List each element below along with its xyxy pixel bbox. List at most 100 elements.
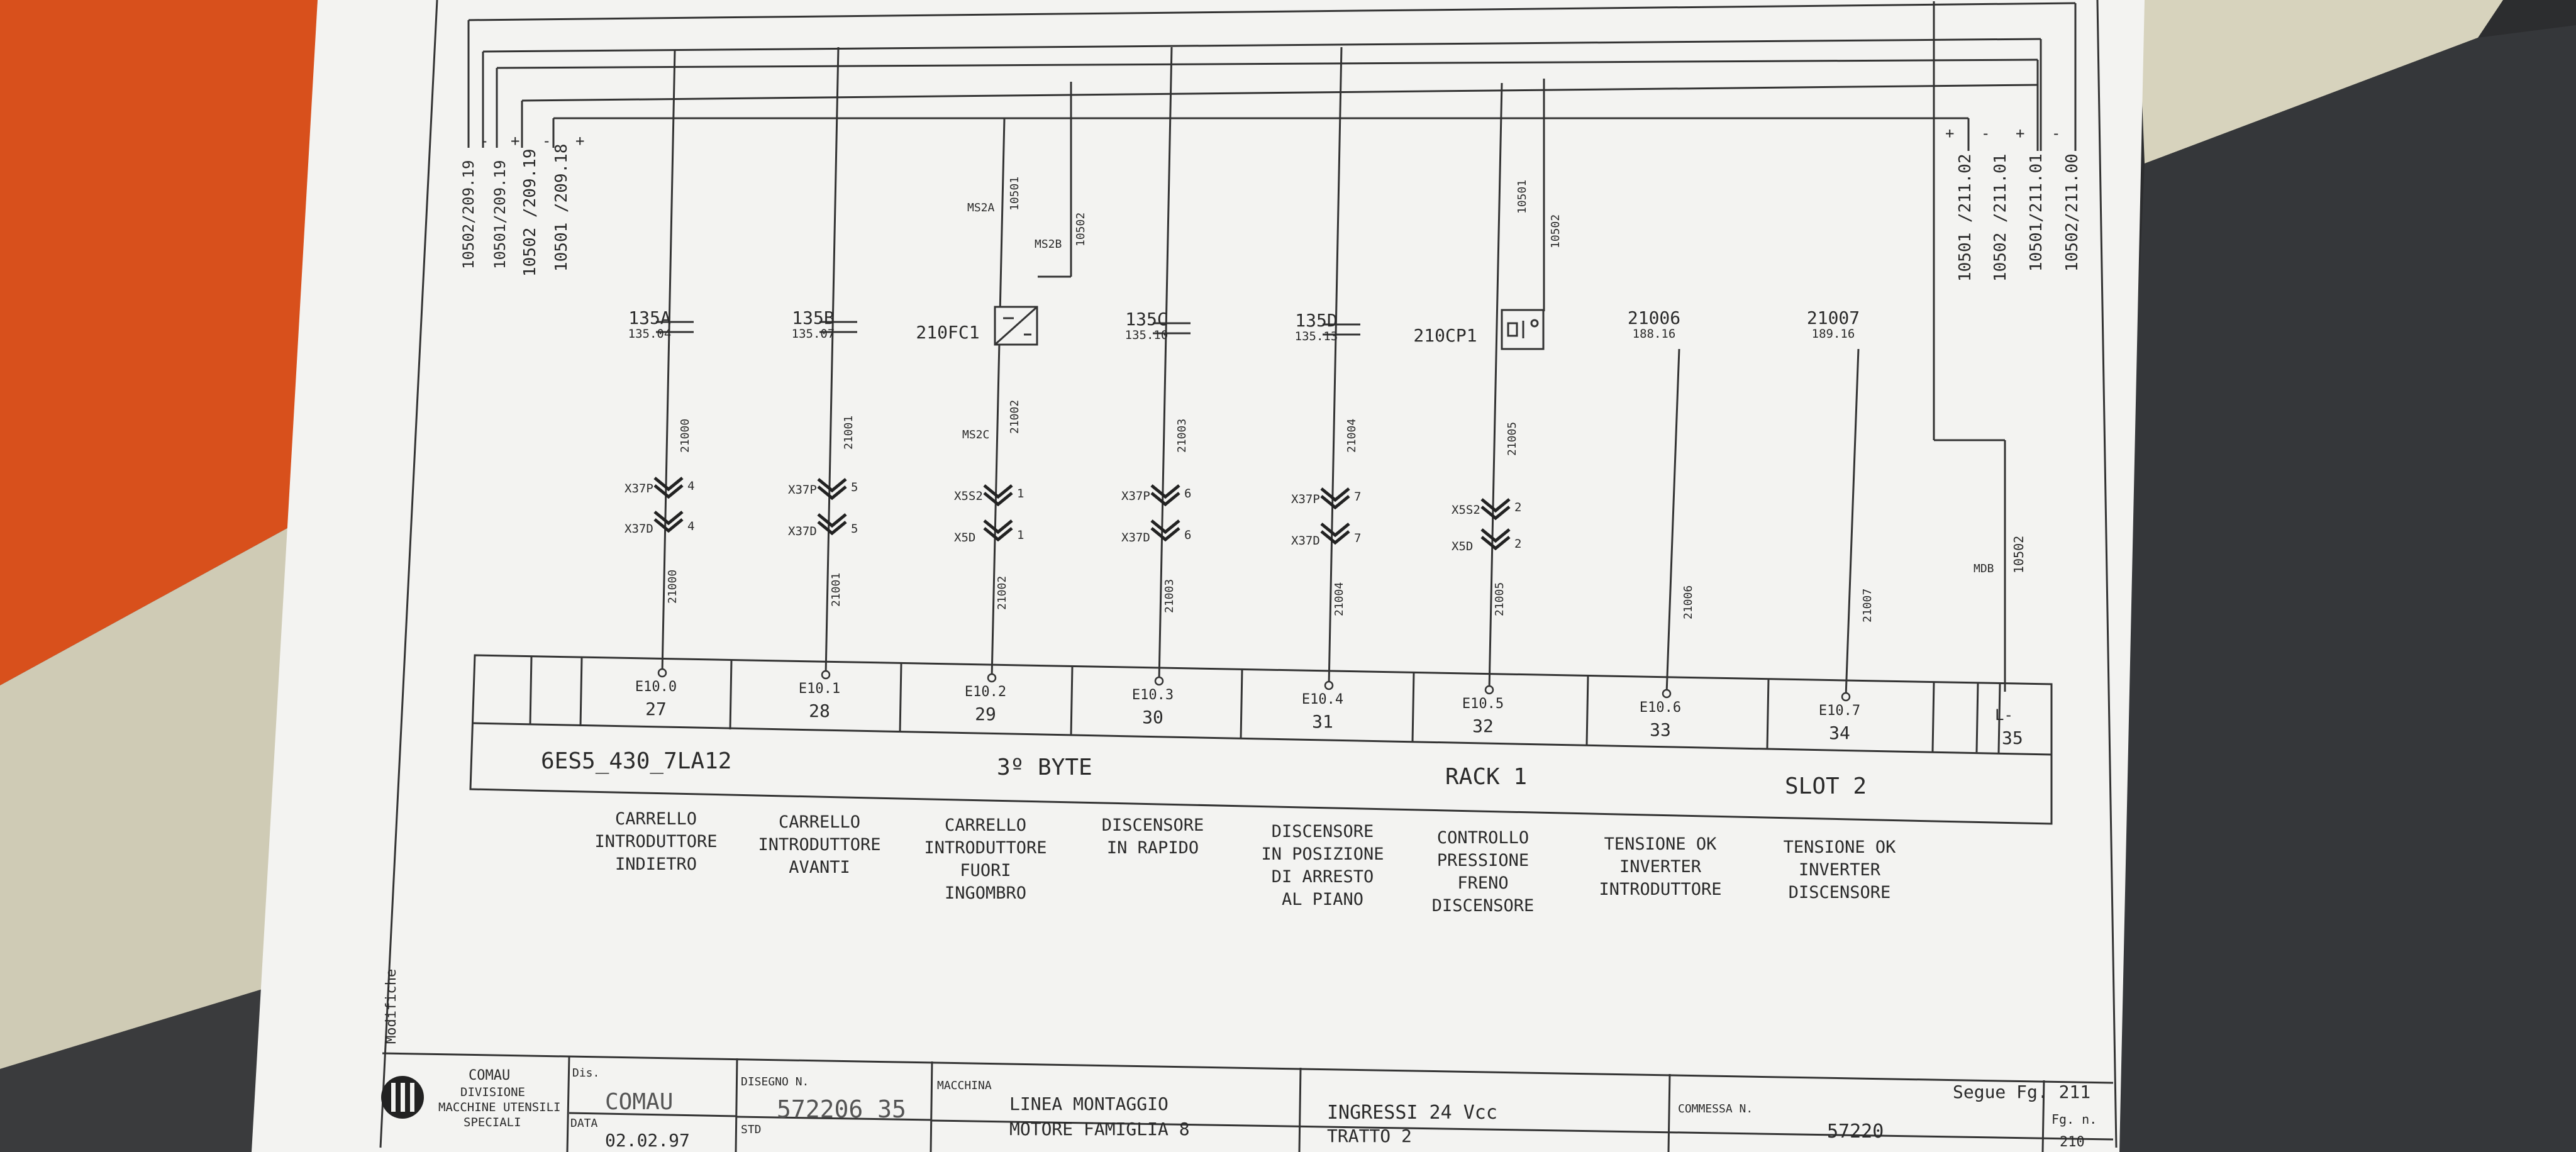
connector-arrow <box>817 521 847 536</box>
ms2b-label: MS2B <box>1035 238 1062 251</box>
input-address: E10.2 <box>964 684 1007 700</box>
channel-description-line: INVERTER <box>1619 857 1702 877</box>
contact-reference: 189.16 <box>1811 327 1855 341</box>
contact-label: 21006 <box>1627 307 1681 328</box>
input-number: 33 <box>1650 719 1671 740</box>
wire-label-top-3: 10502 /209.19 <box>521 148 540 277</box>
connector-arrow <box>653 511 684 526</box>
connector-arrow <box>653 518 684 533</box>
connector-socket-label: X37D <box>1291 534 1320 548</box>
contact-reference: 135.10 <box>1124 328 1169 342</box>
ms2c-label: MS2C <box>962 428 990 441</box>
input-address: E10.4 <box>1301 692 1344 707</box>
contact-label: 135A <box>628 307 671 328</box>
ms2a-label: MS2A <box>967 201 995 214</box>
wire-number-lower: 21003 <box>1163 579 1176 613</box>
wire-number-lower: 21006 <box>1682 585 1695 619</box>
wire-number-upper: 21003 <box>1175 418 1189 453</box>
wire-label-right-1: 10501 /211.02 <box>1956 153 1975 282</box>
input-terminal-dot <box>821 670 831 680</box>
connector-plug-label: X5S2 <box>954 489 983 503</box>
connector-plug-label: X37P <box>1291 492 1320 506</box>
channel-wire-8 <box>1845 348 1860 697</box>
channel-description-line: INTRODUTTORE <box>924 838 1047 858</box>
macchina-line-1: LINEA MONTAGGIO <box>1009 1094 1169 1114</box>
wire-number-upper: 21000 <box>679 418 692 453</box>
contact-label: 210CP1 <box>1413 325 1477 346</box>
channel-description-line: PRESSIONE <box>1436 851 1530 870</box>
connector-arrow <box>983 527 1013 542</box>
module-byte-label: 3º BYTE <box>997 755 1092 780</box>
channel-description-line: IN RAPIDO <box>1106 838 1199 858</box>
drawing-sheet <box>252 0 2145 1152</box>
segue-label: Segue Fg. 211 <box>1953 1082 2091 1102</box>
input-terminal-dot <box>1484 685 1494 695</box>
comau-logo-icon <box>381 1076 424 1119</box>
connector-socket-pin: 6 <box>1184 528 1192 542</box>
wire-sign-top-5: + <box>575 132 585 150</box>
connector-arrow <box>1320 523 1350 538</box>
channel-description-line: DISCENSORE <box>1431 896 1535 916</box>
connector-arrow <box>1150 519 1180 534</box>
connector-arrow <box>1150 492 1180 507</box>
channel-description-line: CARRELLO <box>944 816 1027 835</box>
wire-number-lower: 21004 <box>1333 582 1346 616</box>
input-terminal-dot <box>1662 689 1672 699</box>
connector-arrow <box>983 484 1013 499</box>
connector-arrow <box>817 485 847 501</box>
contact-label: 135B <box>792 307 835 328</box>
fg-value: 210 <box>2060 1134 2085 1150</box>
limit-switch-icon <box>994 306 1038 346</box>
channel-description-line: AVANTI <box>789 858 850 877</box>
connector-arrow <box>1320 530 1350 545</box>
sheet-description-1: INGRESSI 24 Vcc <box>1327 1102 1497 1124</box>
input-terminal-dot <box>1324 680 1334 690</box>
data-value: 02.02.97 <box>605 1130 690 1151</box>
connector-arrow <box>653 484 684 499</box>
channel-wire-4 <box>1158 47 1173 682</box>
input-terminal-dot <box>1841 692 1851 702</box>
connector-arrow <box>817 478 847 493</box>
last-wire-label: 10502 <box>2011 535 2026 573</box>
connector-socket-pin: 7 <box>1354 531 1362 545</box>
contact-reference: 135.13 <box>1294 330 1338 343</box>
mdb-terminal-label: MDB <box>1974 562 1994 575</box>
connector-arrow <box>1320 495 1350 510</box>
sheet-description-2: TRATTO 2 <box>1327 1126 1412 1146</box>
wire-sign-top-2: - <box>480 132 489 150</box>
disegno-label: DISEGNO N. <box>741 1075 809 1088</box>
input-address: E10.7 <box>1818 703 1861 719</box>
input-terminal-dot <box>657 668 667 678</box>
channel-description-line: FRENO <box>1457 873 1509 893</box>
channel-wire-7 <box>1665 348 1680 694</box>
channel-description-line: INDIETRO <box>614 855 697 874</box>
wire-label-top-4: 10501 /209.18 <box>552 143 571 272</box>
connector-socket-pin: 4 <box>687 519 695 533</box>
wire-label-right-2: 10502 /211.01 <box>1991 153 2010 282</box>
connector-socket-label: X5D <box>1452 540 1474 553</box>
connector-arrow <box>817 513 847 528</box>
connector-plug-label: X37P <box>1121 489 1150 503</box>
channel-description-line: DISCENSORE <box>1271 822 1374 841</box>
input-address: E10.6 <box>1639 700 1682 716</box>
connector-arrow <box>1480 498 1511 513</box>
company-name: COMAU <box>469 1068 511 1083</box>
channel-description-line: INTRODUTTORE <box>758 835 881 855</box>
channel-description-line: FUORI <box>960 861 1011 880</box>
input-number: 28 <box>809 701 830 721</box>
wire-number-lower: 21000 <box>666 569 679 604</box>
wire-number-lower: 21005 <box>1493 582 1506 616</box>
last-input-number: 35 <box>2002 728 2023 748</box>
connector-plug-pin: 4 <box>687 479 695 493</box>
module-slot-label: SLOT 2 <box>1785 773 1867 799</box>
division-line-1: DIVISIONE <box>460 1085 525 1099</box>
connector-arrow <box>1480 536 1511 551</box>
channel-description-line: AL PIANO <box>1281 890 1364 909</box>
last-input-label: L- <box>1995 706 2013 724</box>
wire-label-top-2: 10501/209.19 <box>491 160 509 269</box>
input-address: E10.3 <box>1131 687 1174 703</box>
channel-wire-2 <box>824 47 840 675</box>
connector-arrow <box>1150 527 1180 542</box>
input-address: E10.0 <box>635 679 677 695</box>
